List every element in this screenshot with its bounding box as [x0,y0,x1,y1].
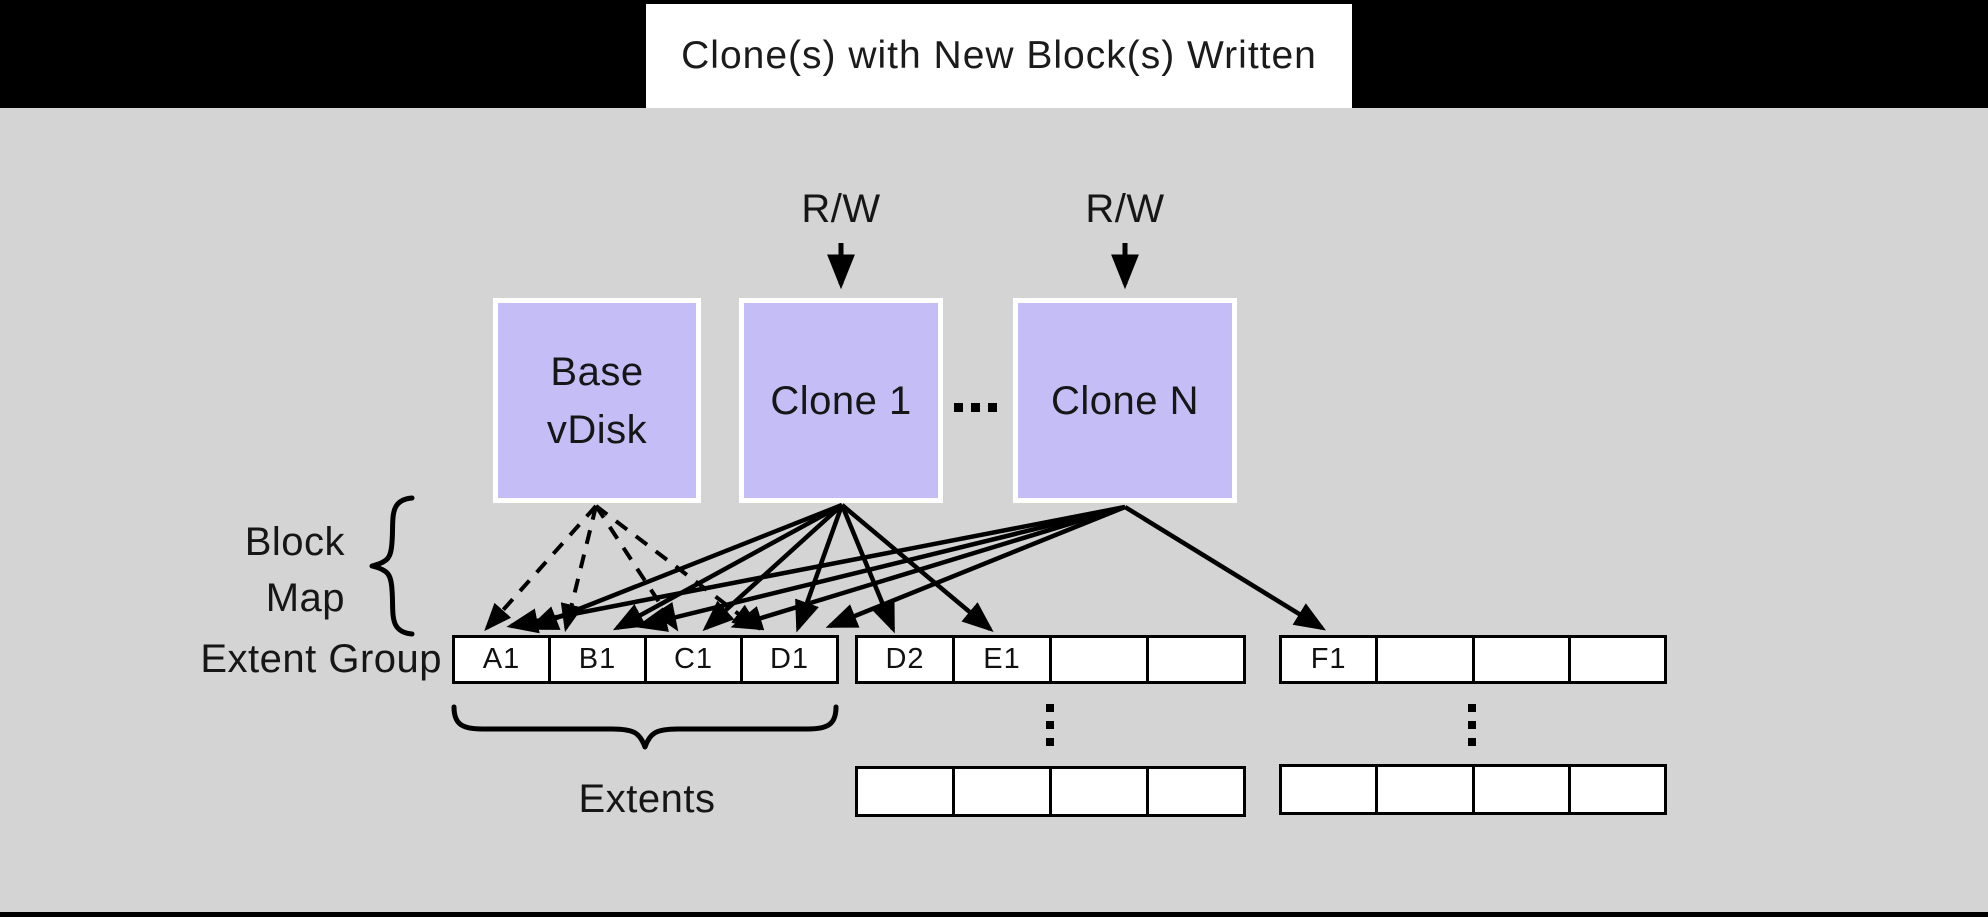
clones-ellipsis [954,403,997,412]
secondary-extent-row-left [855,766,1246,817]
braces [369,495,839,750]
extent-cell-empty [1149,769,1243,814]
rw-arrows [827,243,1139,290]
clone1-arrows [526,502,994,634]
cloneN-label: Clone N [1050,378,1199,423]
extent-cell-empty [1571,767,1664,812]
bottom-black-bar [0,912,1988,917]
extent-cell-empty [1378,767,1475,812]
page-title: Clone(s) with New Block(s) Written [681,34,1317,77]
block-map-label-line2: Map [265,576,345,620]
extent-cell-e1: E1 [955,638,1052,681]
extent-cell-empty [1052,638,1149,681]
extent-cell-empty [1378,638,1475,681]
extents-brace [451,704,839,750]
extents-label: Extents [578,777,716,821]
extent-cell-empty [1052,769,1149,814]
rw-label-cloneN: R/W [1085,187,1165,231]
extent-group-3-row: F1 [1279,635,1667,684]
extent-group-label: Extent Group [200,637,442,681]
extent-group-2-row: D2 E1 [855,635,1246,684]
extent-cell-f1: F1 [1282,638,1379,681]
clone1-label: Clone 1 [770,378,912,423]
extent-cell-b1: B1 [551,638,647,681]
secondary-extent-row-right [1279,764,1667,815]
block-map-label: Block Map [145,514,345,626]
cloneN-box: Clone N [1013,298,1237,503]
block-map-brace [369,495,415,637]
extent-cell-empty [1571,638,1664,681]
block-map-label-line1: Block [244,520,345,564]
extent-cell-empty [955,769,1052,814]
extent-cell-c1: C1 [647,638,743,681]
vertical-ellipsis-group3 [1468,704,1476,746]
base-vdisk-label-line1: Base [550,349,644,394]
extent-cell-d2: D2 [858,638,955,681]
extent-cell-empty [1282,767,1379,812]
title-banner: Clone(s) with New Block(s) Written [646,4,1352,108]
clone1-box: Clone 1 [739,298,943,503]
extent-cell-empty [1149,638,1243,681]
extent-group-1-row: A1 B1 C1 D1 [452,635,839,684]
extent-cell-empty [1475,638,1571,681]
base-vdisk-label-line2: vDisk [546,407,648,452]
rw-label-clone1: R/W [801,187,881,231]
base-vdisk-dashed-arrows [484,504,761,633]
cloneN-arrows [506,504,1327,634]
vertical-ellipsis-group2 [1046,704,1054,746]
base-vdisk-box: Base vDisk [493,298,701,503]
extent-cell-a1: A1 [455,638,551,681]
extent-cell-empty [1475,767,1571,812]
extent-cell-empty [858,769,955,814]
extent-cell-d1: D1 [769,643,810,675]
